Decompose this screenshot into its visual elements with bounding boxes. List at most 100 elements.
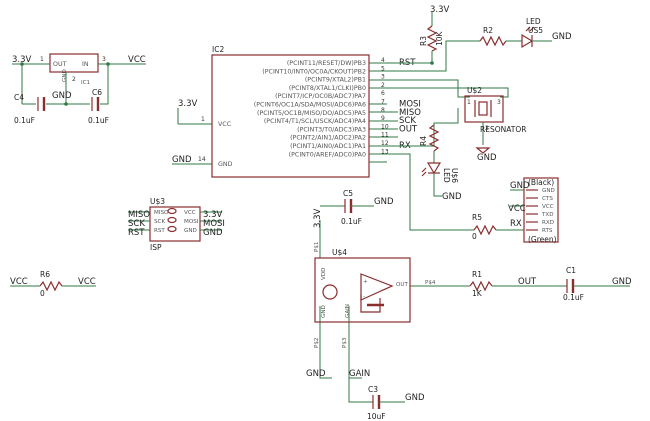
u4-pin-out: OUT (396, 282, 408, 288)
c1-net-right: GND (612, 277, 632, 287)
isp-pin-rst: RST (154, 228, 165, 234)
capacitor-c3: C3 10uF GND (367, 385, 425, 421)
u4-p4: P$4 (425, 280, 436, 286)
ic2-right-pin-label: (PCINT11/RESET/DW)PB3 (287, 60, 366, 67)
c4-value: 0.1uF (14, 116, 35, 125)
ftdi-vcc-net: VCC (508, 204, 526, 214)
c4-name: C4 (14, 93, 24, 102)
u4-pin-vdd: VDD (321, 268, 327, 280)
resistor-r4: R4 (419, 108, 459, 163)
resistor-r3: 3.3V R3 10K (419, 5, 450, 63)
u4-vdd-net: 3.3V (313, 208, 323, 228)
c3-name: C3 (368, 385, 378, 394)
u2-pin-1: 1 (467, 99, 471, 106)
us5-gnd-net: GND (552, 32, 572, 42)
c1-value: 0.1uF (563, 293, 584, 302)
u2-pin-3: 3 (497, 99, 501, 106)
r4-name: R4 (419, 136, 428, 146)
us6-type: LED (442, 168, 451, 183)
ic2-right-pin-label: (PCINT3/T0/ADC3)PA3 (297, 126, 366, 133)
isp-pin-miso: MISO (154, 210, 169, 216)
ic2-right-pin-label: (PCINT1/AIN0/ADC1)PA1 (290, 143, 366, 150)
ic2-right-pin-label: (PCINT0/AREF/ADC0)PA0 (289, 151, 366, 158)
r5-name: R5 (472, 213, 482, 222)
ftdi-gnd-net: GND (510, 181, 530, 191)
r1-value: 1K (472, 289, 483, 298)
u4-p3: P$3 (342, 337, 348, 348)
isp-net-vcc: 3.3V (203, 210, 223, 220)
us6-name: U$6 (450, 168, 459, 183)
ic2-right-pin-number: 3 (381, 74, 385, 81)
regulator-out-pin: 1 (40, 56, 44, 63)
ftdi-pin-label: VCC (542, 204, 554, 210)
us6-gnd-net: GND (442, 192, 462, 202)
ic2-right-pin-number: 9 (381, 115, 385, 122)
ic2-right-pin-number: 11 (381, 132, 389, 139)
led-us5: LED US5 GND (521, 17, 572, 49)
ic2-pin-gnd-num: 14 (198, 156, 206, 163)
ic2-name: IC2 (212, 45, 224, 54)
c3-value: 10uF (367, 412, 386, 421)
ic2-right-pin-number: 7 (381, 99, 385, 106)
ic2-pin-vcc-num: 1 (201, 116, 205, 123)
pb0-wire (369, 87, 509, 98)
ic2-right-pin-label: (PCINT10/INT0/OC0A/CKOUT)PB2 (262, 68, 366, 75)
ic2-gnd-net: GND (172, 155, 192, 165)
ic2-net-label: MOSI (399, 100, 421, 110)
ic2-vcc-net: 3.3V (178, 99, 198, 109)
r6-value: 0 (40, 289, 45, 298)
u2-label: RESONATOR (480, 125, 526, 134)
r5-value: 0 (472, 232, 477, 241)
ic2-right-pin-label: (PCINT7/ICP/OC0B/ADC7)PA7 (275, 93, 366, 100)
u2-gnd-net: GND (477, 153, 497, 163)
r2-name: R2 (483, 26, 493, 35)
r3-net: 3.3V (430, 5, 450, 15)
isp-net-gnd: GND (203, 228, 223, 238)
u4-name: U$4 (332, 248, 347, 257)
capacitor-c1: C1 0.1uF GND (563, 266, 632, 302)
ic2-right-pin-number: 5 (381, 65, 385, 72)
c3-net-right: GND (405, 393, 425, 403)
ftdi-bottom-label: (Green) (528, 235, 557, 244)
regulator-in-pin: 3 (102, 56, 106, 63)
ftdi-pin-label: TXD (541, 212, 554, 218)
regulator-gnd-pin: 2 (72, 76, 76, 83)
regulator-out-net: 3.3V (12, 55, 32, 65)
regulator-in-label: IN (82, 61, 89, 68)
rx-wire (369, 153, 474, 231)
isp-net-sck: SCK (128, 219, 145, 229)
c1-net-left: OUT (518, 277, 537, 287)
ftdi-rx-net: RX (510, 219, 522, 229)
resistor-r5: R5 0 RX (472, 213, 524, 241)
isp-pin-sck: SCK (154, 219, 165, 225)
isp-net-rst: RST (128, 228, 145, 238)
u4-p1: P$1 (314, 241, 320, 252)
capacitor-c6: C6 0.1uF (88, 88, 109, 125)
ftdi-pin-label: RTS (542, 228, 553, 234)
capacitor-c4: C4 0.1uF (14, 93, 46, 125)
c5-name: C5 (343, 189, 353, 198)
ic2-right-pin-label: (PCINT2/AIN1/ADC2)PA2 (290, 135, 366, 142)
r6-name: R6 (40, 270, 50, 279)
ic2-right-pin-label: (PCINT6/OC1A/SDA/MOSI/ADC6)PA6 (254, 102, 366, 109)
us5-type: LED (526, 17, 541, 26)
ic2-right-pin-number: 10 (381, 123, 389, 130)
c5-gnd-net: GND (374, 197, 394, 207)
isp-pin-gnd: GND (184, 228, 197, 234)
regulator-out-label: OUT (53, 61, 67, 68)
ftdi-pin-label: GND (542, 188, 555, 194)
isp-pin-mosi: MOSI (184, 219, 199, 225)
ic2-right-pin-number: 13 (381, 148, 389, 155)
ic2-right-pin-number: 2 (381, 82, 385, 89)
r6-net-right: VCC (78, 277, 96, 287)
ic2-right-pin-label: (PCINT9/XTAL2)PB1 (305, 77, 366, 84)
ic2-right-pin-label: (PCINT5/OC1B/MISO/DO/ADC5)PA5 (257, 110, 366, 117)
u4-pin-gain: GAIN (345, 304, 351, 318)
c6-value: 0.1uF (88, 116, 109, 125)
ic2-right-pin-number: 4 (381, 57, 385, 64)
ic2-pin-gnd-label: GND (218, 161, 233, 168)
